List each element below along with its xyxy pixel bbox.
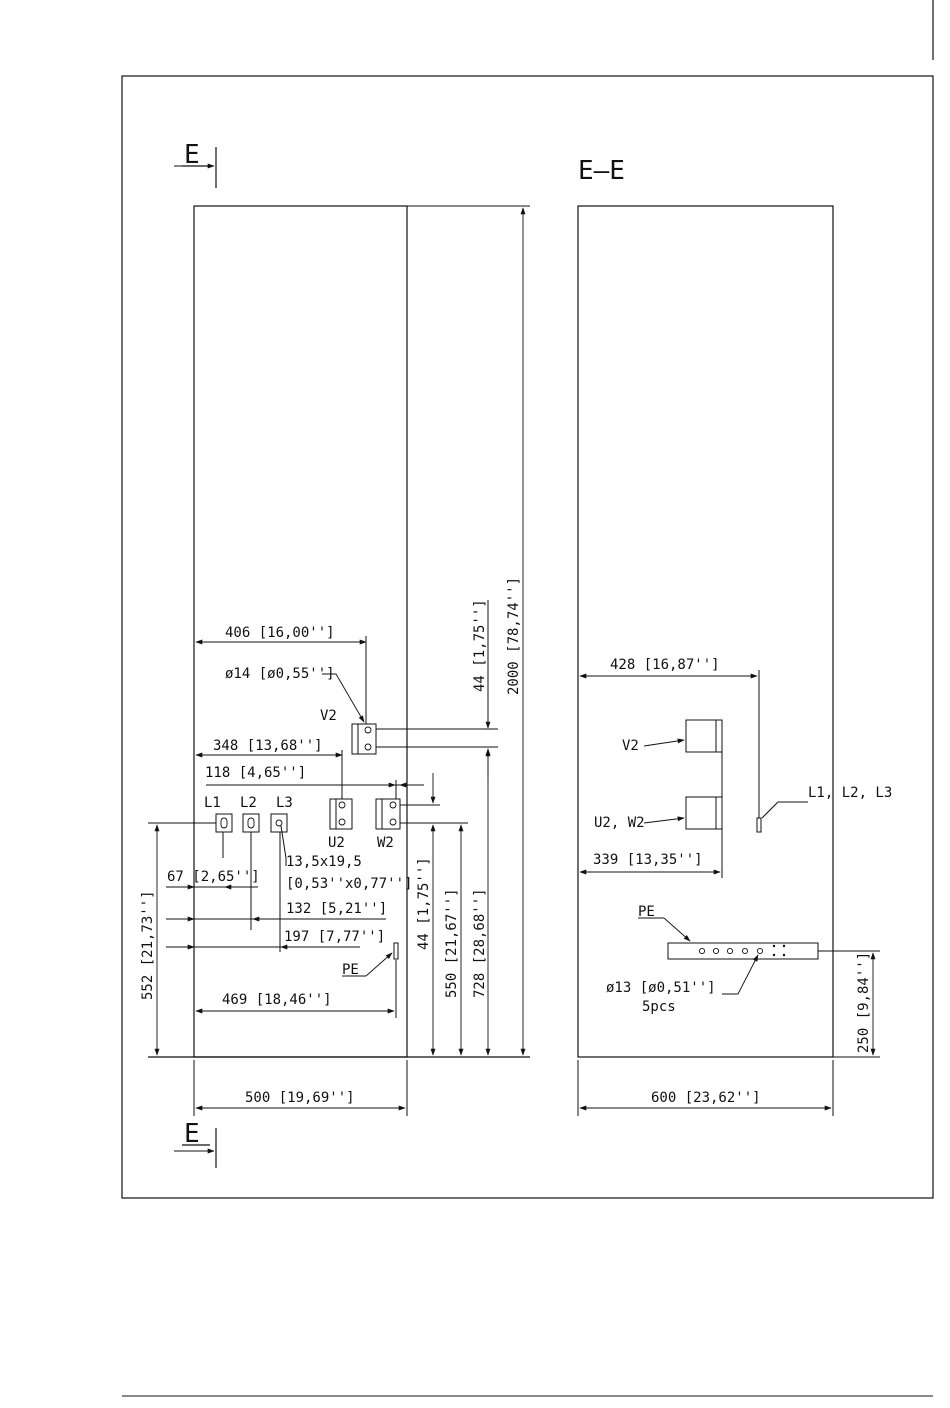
label-l1: L1 — [204, 795, 221, 811]
dim-728: 728 [28,68''] — [472, 888, 488, 998]
label-u2w2-side: U2, W2 — [594, 815, 645, 831]
dim-250: 250 [9,84''] — [856, 952, 872, 1053]
dim-428: 428 [16,87''] — [610, 657, 720, 673]
dim-118: 118 [4,65''] — [205, 765, 306, 781]
label-v2: V2 — [320, 708, 337, 724]
dim-2000: 2000 [78,74''] — [506, 577, 522, 695]
terminal-v2-side — [685, 719, 723, 753]
hole-size-inch: [0,53''x0,77''] — [286, 876, 412, 892]
dim-132: 132 [5,21''] — [286, 901, 387, 917]
drawing-frame — [121, 75, 934, 1199]
right-cabinet-view: 428 [16,87''] V2 U2, W2 L1, L2, L3 339 [… — [577, 205, 892, 1116]
terminal-w2 — [375, 798, 401, 830]
dim-600: 600 [23,62''] — [651, 1090, 761, 1106]
svg-text:E: E — [184, 140, 200, 170]
hole-size: 13,5x19,5 — [286, 854, 362, 870]
dim-500: 500 [19,69''] — [245, 1090, 355, 1106]
label-l2: L2 — [240, 795, 257, 811]
dim-67: 67 [2,65''] — [167, 869, 260, 885]
dim-348: 348 [13,68''] — [213, 738, 323, 754]
pe-bar-left — [393, 942, 399, 960]
dim-hole-13: ø13 [ø0,51''] — [606, 980, 716, 996]
svg-text:E: E — [184, 1119, 200, 1149]
dim-406: 406 [16,00''] — [225, 625, 335, 641]
dim-552: 552 [21,73''] — [140, 890, 156, 1000]
section-marker-top: E — [174, 140, 217, 188]
dim-550: 550 [21,67''] — [444, 888, 460, 998]
dim-hole-14: ø14 [ø0,55''] — [225, 666, 335, 682]
terminal-u2w2-side — [685, 796, 723, 830]
label-v2-side: V2 — [622, 738, 639, 754]
dim-469: 469 [18,46''] — [222, 992, 332, 1008]
terminal-l123-side — [756, 817, 762, 833]
dim-44-top: 44 [1,75''] — [472, 599, 488, 692]
label-pe-right: PE — [638, 904, 655, 920]
terminal-v2 — [351, 723, 377, 755]
dim-44-bottom: 44 [1,75''] — [416, 857, 432, 950]
label-pe-left: PE — [342, 962, 359, 978]
section-title: E–E — [578, 156, 625, 186]
left-cabinet-view: 2000 [78,74''] 406 [16,00''] ø14 [ø0,55'… — [140, 205, 530, 1116]
label-u2: U2 — [328, 835, 345, 851]
section-marker-bottom: E — [174, 1119, 217, 1168]
label-l3: L3 — [276, 795, 293, 811]
dim-pcs: 5pcs — [642, 999, 676, 1015]
dim-197: 197 [7,77''] — [284, 929, 385, 945]
label-w2: W2 — [377, 835, 394, 851]
label-l123-side: L1, L2, L3 — [808, 785, 892, 801]
dim-339: 339 [13,35''] — [593, 852, 703, 868]
